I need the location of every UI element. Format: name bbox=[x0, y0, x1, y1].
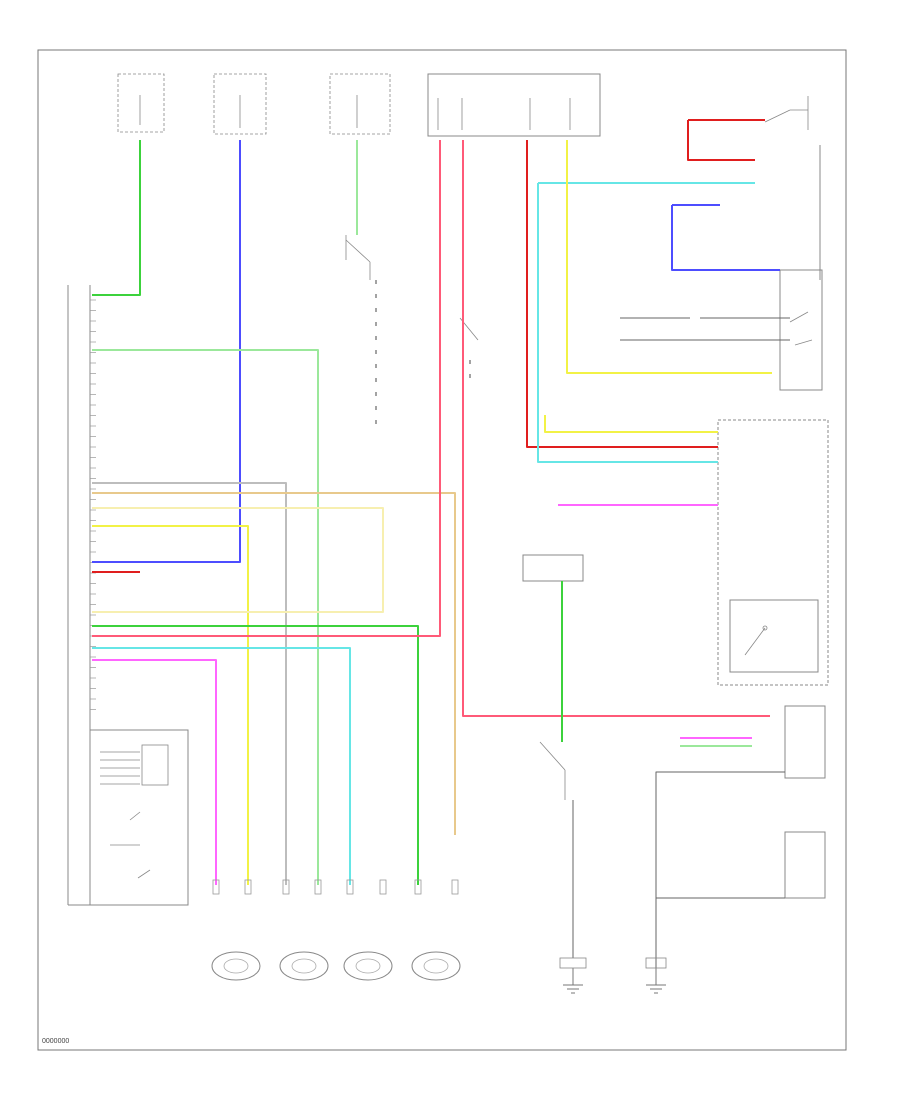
wheel-speed-sensor-4 bbox=[411, 951, 461, 981]
wire-red-horn bbox=[687, 120, 755, 161]
wire-cyan-sensor-3 bbox=[92, 647, 351, 885]
wire-yellow-sensor-1b bbox=[92, 525, 249, 885]
combination-meter bbox=[717, 419, 829, 686]
ground-connector-right bbox=[645, 957, 667, 969]
sensor-connector-pin-4 bbox=[346, 879, 354, 895]
diagram-frame bbox=[37, 49, 847, 1051]
top-fuse-block-2 bbox=[213, 73, 267, 135]
yaw-rate-sensor-unit bbox=[784, 831, 826, 899]
wire-green-left-top bbox=[92, 140, 141, 296]
horn-switch-symbol bbox=[764, 96, 809, 130]
sensor-connector-pin-2 bbox=[282, 879, 290, 895]
sensor-connector-pin-6 bbox=[414, 879, 422, 895]
brake-switch-lower bbox=[539, 741, 566, 800]
wheel-sensors bbox=[211, 879, 461, 981]
wire-signal-1 bbox=[655, 771, 785, 968]
top-fuse-block-1 bbox=[117, 73, 165, 133]
junction-box-top bbox=[427, 73, 601, 137]
ground-left bbox=[563, 968, 583, 994]
joint-connector-center bbox=[522, 554, 584, 582]
module-pin-ticks bbox=[90, 299, 96, 710]
sensor-connector-pin-7 bbox=[451, 879, 459, 895]
wheel-speed-sensor-2 bbox=[279, 951, 329, 981]
sensor-connector-pin-1 bbox=[244, 879, 252, 895]
wheel-speed-sensor-1 bbox=[211, 951, 261, 981]
sensor-connector-pin-5 bbox=[379, 879, 387, 895]
wire-yellow-meter bbox=[544, 415, 718, 433]
wire-blue-shift-a bbox=[671, 205, 780, 271]
shift-lever-component bbox=[779, 145, 823, 391]
sensor-connector-pin-0 bbox=[212, 879, 220, 895]
figure-code: 0000000 bbox=[42, 1038, 69, 1045]
wire-lightyellow-loop bbox=[92, 507, 384, 613]
wire-magenta-sensor-1a bbox=[92, 659, 217, 885]
wires bbox=[92, 119, 790, 968]
wire-cyan-meter bbox=[537, 183, 718, 463]
wire-pink-steering bbox=[462, 140, 770, 717]
top-fuse-block-3 bbox=[329, 73, 391, 135]
ground-right bbox=[646, 968, 666, 994]
wire-tan-sensor-4 bbox=[92, 492, 456, 835]
wire-green-sensor-4a bbox=[92, 625, 419, 885]
wheel-speed-sensor-3 bbox=[343, 951, 393, 981]
wire-gray-sensor-2a bbox=[92, 482, 287, 885]
ground-connector-left bbox=[559, 957, 587, 969]
sensor-connector-pin-3 bbox=[314, 879, 322, 895]
wire-yellow-shift bbox=[566, 140, 772, 374]
wire-blue-left bbox=[92, 140, 241, 563]
left-control-module bbox=[67, 285, 189, 906]
stop-lamp-switch bbox=[345, 235, 371, 280]
steering-sensor-unit bbox=[784, 705, 826, 779]
wire-pink-junction bbox=[92, 140, 441, 637]
wire-red-meter bbox=[526, 140, 718, 448]
wire-lightgreen-sensor-2 bbox=[92, 349, 319, 885]
